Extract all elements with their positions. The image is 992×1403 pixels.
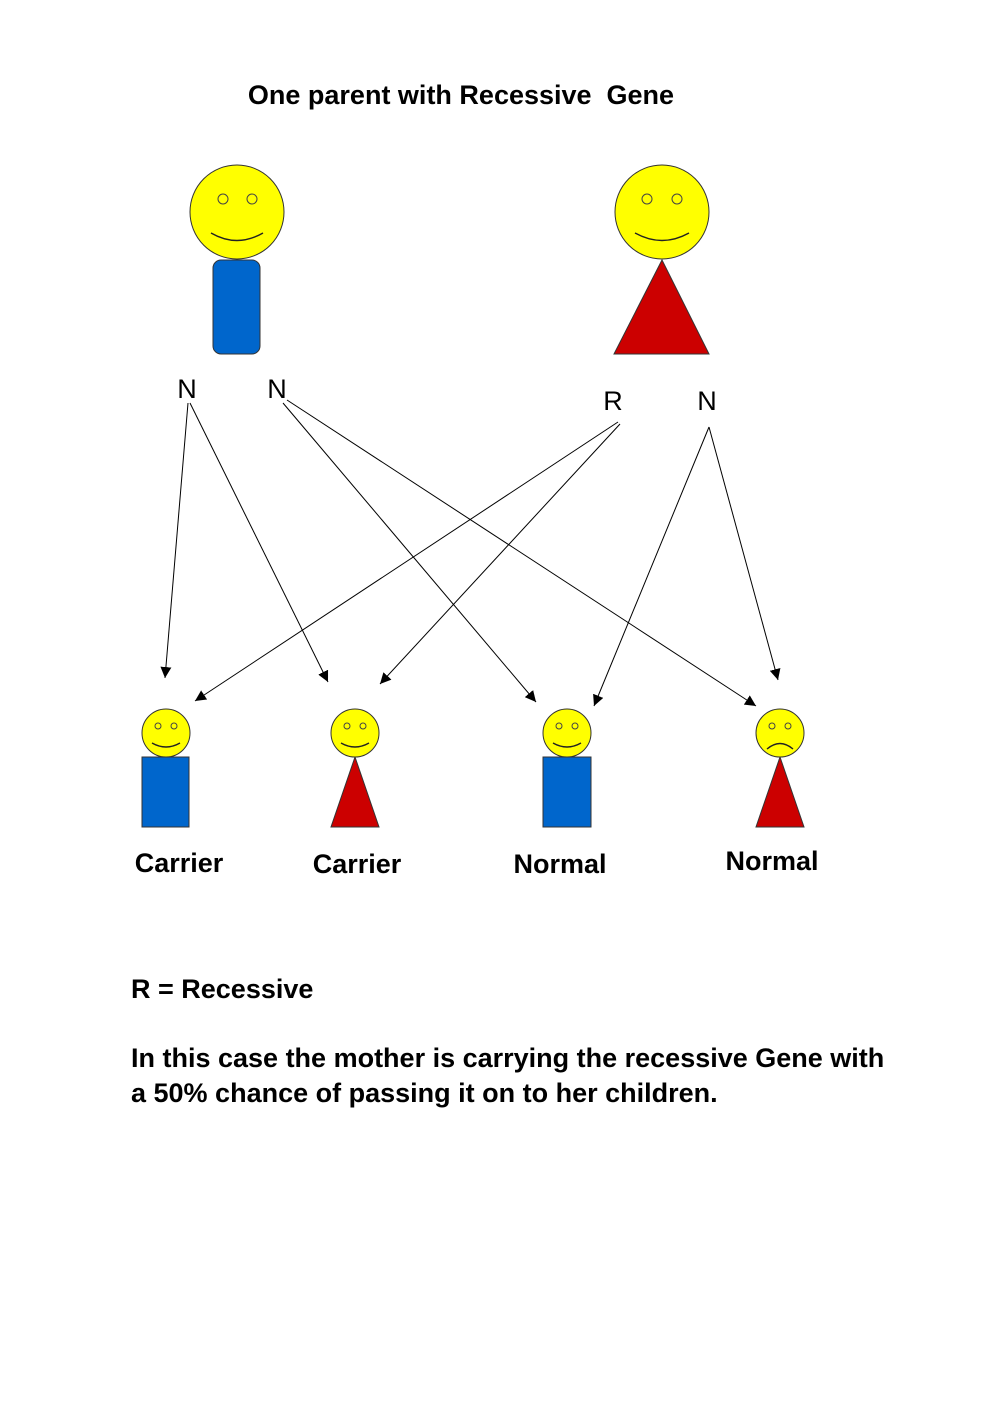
child-1-label: Carrier (135, 848, 224, 878)
legend-text: R = Recessive (131, 974, 314, 1004)
child-1-body (141, 756, 190, 828)
mother-body (613, 258, 710, 355)
mother-left-eye (641, 193, 653, 205)
child-2-face (330, 708, 380, 758)
arrow-mother-allele-1-to-child-2 (379, 423, 621, 685)
child-3-left-eye (555, 722, 563, 730)
child-4-frown (766, 742, 794, 750)
child-4-right-eye (784, 722, 792, 730)
child-1-right-eye (170, 722, 178, 730)
arrow-father-allele-1-to-child-1 (160, 402, 189, 679)
father-smile (210, 232, 264, 242)
child-4-figure (755, 708, 805, 828)
explanation-text: In this case the mother is carrying the … (131, 1043, 885, 1108)
child-3-right-eye (571, 722, 579, 730)
child-1-left-eye (154, 722, 162, 730)
father-left-eye (217, 193, 229, 205)
notes-section: R = Recessive In this case the mother is… (131, 972, 891, 1111)
mother-face (614, 164, 710, 260)
mother-figure (613, 164, 710, 355)
arrow-father-allele-2-to-child-4 (286, 399, 757, 707)
arrow-father-allele-1-to-child-2 (189, 402, 329, 683)
arrow-father-allele-2-to-child-3 (282, 402, 537, 703)
father-body (212, 259, 261, 355)
child-2-smile (340, 742, 370, 748)
mother-smile (634, 232, 690, 242)
child-2-right-eye (359, 722, 367, 730)
father-allele-2: N (267, 374, 287, 404)
child-3-face (542, 708, 592, 758)
child-2-figure (330, 708, 380, 828)
child-3-figure (542, 708, 592, 828)
arrow-mother-allele-2-to-child-4 (708, 426, 781, 681)
child-2-label: Carrier (313, 849, 402, 879)
father-face (189, 164, 285, 260)
arrow-mother-allele-2-to-child-3 (593, 426, 710, 707)
child-1-figure (141, 708, 191, 828)
mother-allele-1: R (603, 386, 623, 416)
child-1-smile (151, 742, 181, 748)
child-3-label: Normal (513, 849, 606, 879)
diagram-title: One parent with Recessive Gene (248, 80, 674, 110)
father-allele-1: N (177, 374, 197, 404)
mother-right-eye (671, 193, 683, 205)
father-right-eye (246, 193, 258, 205)
arrow-mother-allele-1-to-child-1 (194, 421, 619, 702)
child-1-face (141, 708, 191, 758)
child-4-face (755, 708, 805, 758)
child-2-body (330, 755, 380, 828)
child-2-left-eye (343, 722, 351, 730)
child-4-body (755, 755, 805, 828)
father-figure (189, 164, 285, 355)
child-3-body (542, 756, 592, 828)
child-4-left-eye (768, 722, 776, 730)
mother-allele-2: N (697, 386, 717, 416)
child-4-label: Normal (725, 846, 818, 876)
inheritance-arrows (160, 399, 781, 707)
child-3-smile (552, 742, 582, 748)
